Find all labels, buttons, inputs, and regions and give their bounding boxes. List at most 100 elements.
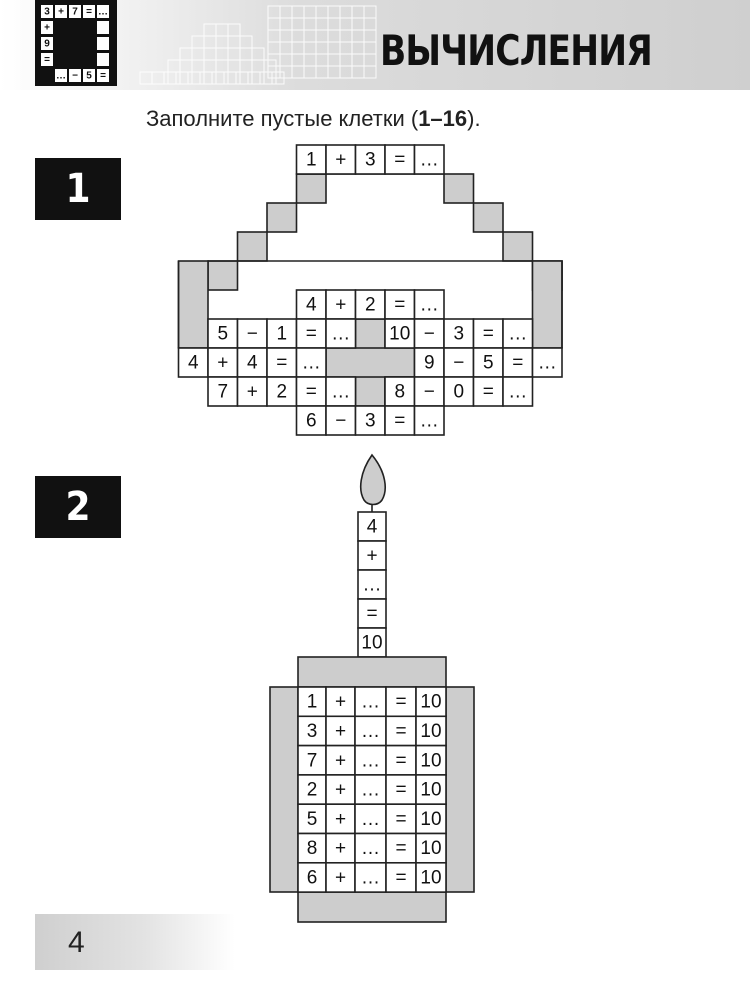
eq-cell-text: 2 [365, 295, 376, 316]
candle-cell-text: … [363, 575, 382, 596]
dome-step [295, 173, 327, 204]
eq-cell-text: = [276, 353, 287, 374]
holder-eq-cell-text: 5 [307, 809, 318, 830]
eq-cell-text: 8 [394, 382, 405, 403]
holder-eq-cell [415, 861, 447, 893]
holder-eq-cell-text: + [335, 867, 346, 888]
eq-cell [354, 144, 386, 175]
holder-eq-cell-text: = [395, 838, 406, 859]
holder-eq-cell-text: … [361, 721, 380, 742]
eq-cell-text: … [331, 382, 350, 403]
decorative-pixel-pattern [139, 5, 377, 85]
holder-eq-cell-text: + [335, 721, 346, 742]
holder-eq-cell [297, 774, 327, 806]
eq-cell [295, 405, 327, 436]
header-logo: 3+7=…+9=…−5= [35, 0, 117, 86]
eq-cell[interactable] [502, 376, 534, 407]
holder-eq-cell-text: 6 [307, 867, 318, 888]
task-number-1: 1 [35, 158, 121, 220]
instruction-suffix: ). [467, 106, 481, 131]
holder-eq-cell-text: + [335, 809, 346, 830]
holder-eq-cell [325, 744, 356, 776]
eq-cell-text: = [306, 324, 317, 345]
eq-cell [295, 289, 327, 320]
eq-cell [354, 405, 386, 436]
eq-cell-text: 4 [247, 353, 258, 374]
eq-cell-text: − [453, 353, 464, 374]
logo-cell-text: = [86, 7, 92, 18]
eq-cell [207, 347, 239, 378]
logo-cell [41, 53, 53, 66]
eq-cell-text: 3 [453, 324, 464, 345]
holder-eq-cell[interactable] [354, 774, 387, 806]
instruction-range: 1–16 [418, 106, 468, 131]
eq-cell [266, 376, 298, 407]
eq-cell[interactable] [502, 318, 534, 349]
holder-eq-cell-text: … [361, 838, 380, 859]
eq-cell-text: + [335, 150, 346, 171]
logo-cell-text: + [44, 23, 50, 34]
logo-cell [69, 5, 81, 18]
eq-cell-text: − [335, 411, 346, 432]
holder-eq-cell[interactable] [354, 861, 387, 893]
logo-cell [41, 5, 53, 18]
logo-cell-text: 9 [44, 39, 50, 50]
holder-eq-cell-text: 10 [420, 750, 441, 771]
eq-cell-text: 9 [424, 353, 435, 374]
eq-cell[interactable] [325, 318, 357, 349]
eq-cell-text: = [306, 382, 317, 403]
candle-cell[interactable] [357, 569, 387, 600]
dome-step [236, 231, 268, 262]
holder-eq-cell [325, 715, 356, 747]
holder-eq-cell [385, 861, 417, 893]
holder-eq-cell-text: 10 [420, 692, 441, 713]
holder-eq-cell [415, 744, 447, 776]
candle-cell-text: 4 [367, 517, 378, 538]
instruction-prefix: Заполните пустые клетки ( [146, 106, 419, 131]
eq-cell-text: 10 [389, 324, 410, 345]
eq-cell[interactable] [531, 347, 563, 378]
holder-eq-cell [385, 832, 417, 864]
holder-eq-cell-text: … [361, 750, 380, 771]
eq-cell [384, 318, 416, 349]
eq-cell [354, 289, 386, 320]
eq-cell-text: = [394, 295, 405, 316]
eq-cell-text: − [247, 324, 258, 345]
eq-cell-text: … [420, 150, 439, 171]
eq-cell [384, 405, 416, 436]
holder-eq-cell-text: 7 [307, 750, 318, 771]
logo-cell [55, 69, 67, 82]
logo-cell-text: … [98, 7, 108, 18]
eq-cell-text: 0 [453, 382, 464, 403]
eq-cell[interactable] [295, 347, 327, 378]
eq-cell [295, 318, 327, 349]
holder-eq-cell-text: … [361, 780, 380, 801]
logo-cell-text: 3 [44, 7, 50, 18]
logo-cell-text: = [100, 71, 106, 82]
holder-eq-cell-text: + [335, 838, 346, 859]
holder-eq-cell-text: = [395, 809, 406, 830]
holder-eq-cell-text: = [395, 780, 406, 801]
holder-eq-cell-text: 10 [420, 721, 441, 742]
dome-step [207, 260, 239, 291]
eq-cell-text: = [394, 411, 405, 432]
eq-cell[interactable] [413, 289, 445, 320]
eq-cell-text: … [538, 353, 557, 374]
eq-cell [295, 144, 327, 175]
eq-cell[interactable] [325, 376, 357, 407]
eq-cell-text: + [247, 382, 258, 403]
center-cross-cell [325, 347, 416, 378]
page-number: 4 [68, 926, 85, 959]
logo-cell [97, 53, 109, 66]
holder-eq-cell [297, 686, 327, 718]
eq-cell[interactable] [413, 144, 445, 175]
eq-cell [443, 376, 475, 407]
puzzle-1-grid: 1+3=…4+2=…5−1=…10−3=…4+4=…9−5=…7+2=…8−0=… [177, 144, 563, 436]
holder-eq-cell-text: + [335, 780, 346, 801]
eq-cell-text: … [302, 353, 321, 374]
eq-cell [295, 376, 327, 407]
eq-cell[interactable] [413, 405, 445, 436]
eq-cell [266, 318, 298, 349]
eq-cell-text: 5 [217, 324, 228, 345]
dome-step [472, 202, 504, 233]
